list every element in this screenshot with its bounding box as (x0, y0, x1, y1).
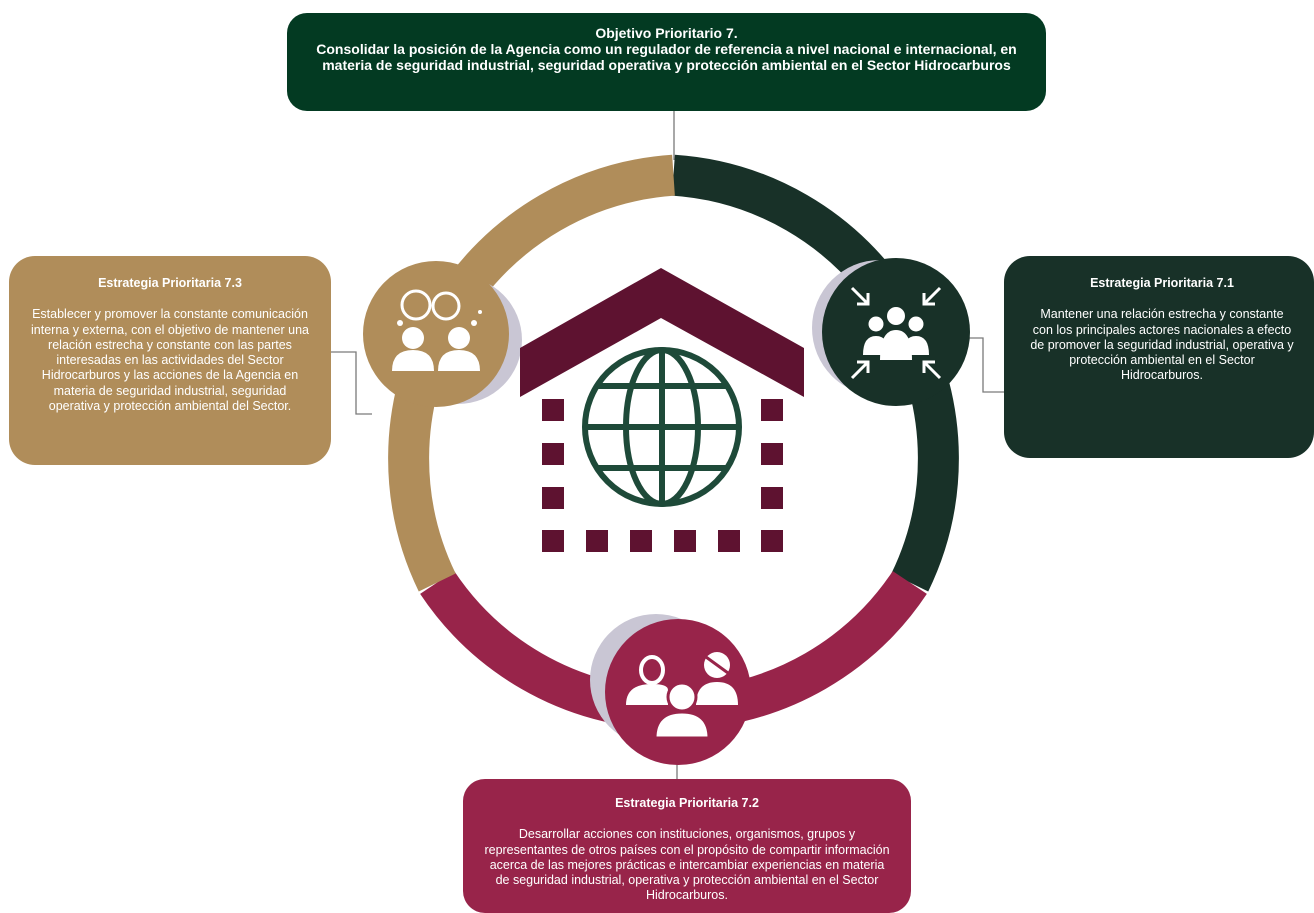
strategy-7-3-text: Establecer y promover la constante comun… (31, 307, 309, 414)
strategy-7-1-text: Mantener una relación estrecha y constan… (1030, 307, 1294, 383)
strategy-7-2-text: Desarrollar acciones con instituciones, … (484, 827, 890, 903)
diverse-people-icon (626, 652, 738, 740)
roof (520, 268, 804, 397)
connector-7-3 (331, 351, 372, 415)
objective-box: Objetivo Prioritario 7. Consolidar la po… (287, 13, 1046, 111)
windows (542, 399, 783, 552)
objective-title: Objetivo Prioritario 7. (595, 25, 738, 41)
node-strategy-7-3 (363, 261, 509, 407)
group-converging-arrows-icon (863, 307, 929, 360)
globe-icon (582, 347, 742, 507)
strategy-7-1-box: Estrategia Prioritaria 7.1 Mantener una … (1004, 256, 1314, 458)
strategy-7-2-box: Estrategia Prioritaria 7.2 Desarrollar a… (463, 779, 911, 913)
conversation-people-icon (392, 289, 482, 371)
objective-text: Consolidar la posición de la Agencia com… (316, 41, 1017, 73)
strategy-7-1-title: Estrategia Prioritaria 7.1 (1090, 276, 1234, 290)
strategy-7-3-title: Estrategia Prioritaria 7.3 (98, 276, 242, 290)
building-globe-icon (520, 268, 804, 552)
node-strategy-7-2 (605, 619, 751, 765)
connector-7-1 (962, 337, 1004, 393)
node-strategy-7-1 (822, 258, 970, 406)
strategy-7-2-title: Estrategia Prioritaria 7.2 (615, 796, 759, 810)
strategy-7-3-box: Estrategia Prioritaria 7.3 Establecer y … (9, 256, 331, 465)
converging-arrows (850, 286, 942, 380)
